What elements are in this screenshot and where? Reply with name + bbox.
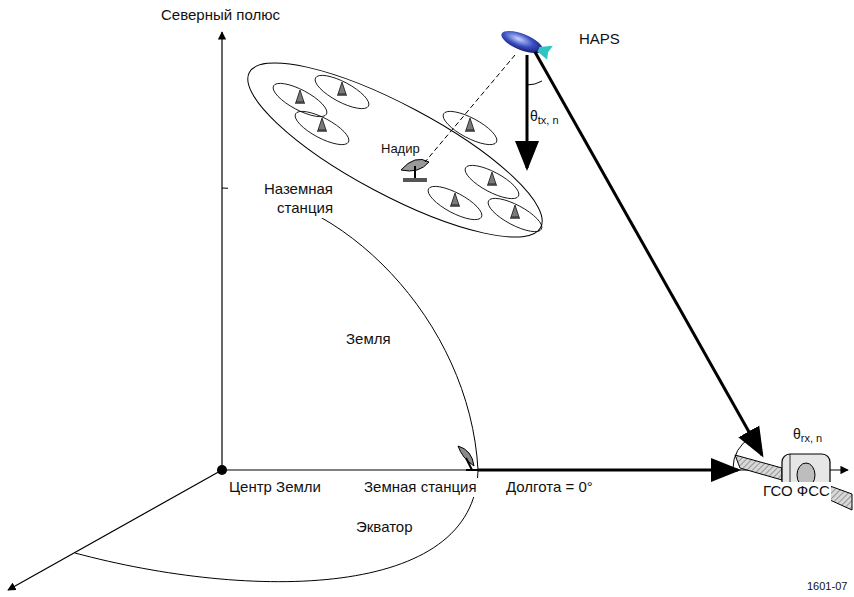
angle-label: θtx, n (529, 108, 560, 128)
cell-antenna (484, 192, 546, 238)
satellite-label: ГСО ФСС (762, 482, 831, 501)
earth-station-dish (458, 446, 478, 470)
angle-label: θrx, n (792, 426, 823, 446)
third-axis (8, 470, 222, 590)
station-label: Наземная станция (228, 180, 334, 218)
platform-label: HAPS (578, 30, 621, 49)
point-label: Надир (380, 141, 421, 157)
body-label: Земля (345, 330, 392, 349)
uplink-arrow (478, 469, 738, 472)
ground-dish (401, 159, 429, 182)
coverage-ellipse (228, 33, 562, 267)
interference-link (535, 52, 762, 455)
gso-satellite (735, 454, 852, 510)
earth-center (217, 465, 227, 475)
equator-line (75, 470, 478, 582)
cell-antenna (461, 159, 523, 205)
cell-antenna (269, 77, 331, 123)
earth-meridian (222, 188, 478, 470)
equator-label: Экватор (355, 518, 414, 537)
longitude-label: Долгота = 0° (505, 478, 594, 497)
polar-axis (221, 32, 222, 470)
figure-number: 1601-07 (806, 580, 848, 594)
point-label: Центр Земли (228, 478, 322, 497)
nadir-line (425, 55, 515, 162)
cell-antenna (424, 180, 486, 226)
station-label: Земная станция (363, 478, 478, 497)
cell-antenna (439, 105, 501, 151)
axis-label: Северный полюс (160, 6, 281, 25)
angle-arc (527, 81, 542, 85)
cell-antenna (291, 105, 353, 151)
angle-arc (733, 438, 751, 468)
cell-antenna (311, 69, 373, 115)
